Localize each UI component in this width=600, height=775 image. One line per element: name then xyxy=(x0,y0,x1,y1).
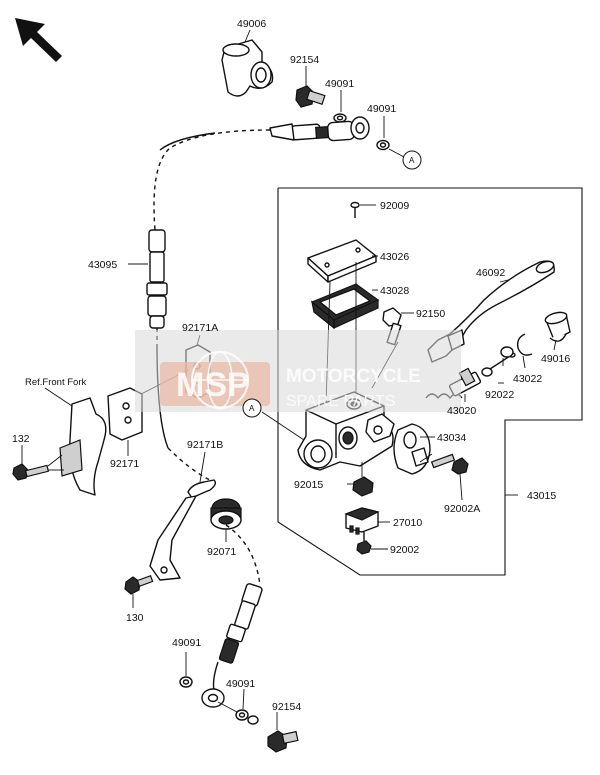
bolt-130 xyxy=(124,575,154,595)
label-49091-top1: 49091 xyxy=(325,78,354,90)
watermark-line1: MOTORCYCLE xyxy=(286,366,421,387)
callout-a-mid-text: A xyxy=(249,404,255,413)
label-ref-front-fork: Ref.Front Fork xyxy=(25,377,86,388)
label-49091-bot1: 49091 xyxy=(172,637,201,649)
bolt-92002A xyxy=(430,453,469,475)
label-49016: 49016 xyxy=(541,353,570,365)
banjo-cap-49006 xyxy=(221,39,274,97)
front-fork-guard xyxy=(59,397,107,496)
label-27010: 27010 xyxy=(393,517,422,529)
brake-switch-27010 xyxy=(344,507,380,535)
assembly-43015-outline xyxy=(277,187,583,576)
lower-hose-fitting xyxy=(218,583,263,664)
diaphragm-43028 xyxy=(310,283,380,330)
bolt-132 xyxy=(12,463,50,481)
label-92071: 92071 xyxy=(207,546,236,558)
label-92171B: 92171B xyxy=(187,439,223,451)
label-46092: 46092 xyxy=(476,267,505,279)
label-43095: 43095 xyxy=(88,259,117,271)
label-92171: 92171 xyxy=(110,458,139,470)
callout-a-top-text: A xyxy=(409,156,415,165)
label-92015: 92015 xyxy=(294,479,323,491)
reservoir-cap-43026 xyxy=(307,239,377,283)
banjo-bolt-92154-bottom xyxy=(267,730,299,753)
washer-92022 xyxy=(500,346,514,358)
watermark-line2: SPARE PARTS xyxy=(286,393,395,410)
label-43034: 43034 xyxy=(437,432,466,444)
label-49091-bot2: 49091 xyxy=(226,678,255,690)
grommet-92071 xyxy=(210,498,242,530)
label-43020: 43020 xyxy=(447,405,476,417)
watermark: MSP MOTORCYCLE SPARE PARTS xyxy=(135,330,461,412)
label-92154-bot: 92154 xyxy=(272,701,301,713)
label-92171A: 92171A xyxy=(182,322,218,334)
brake-hose-43095 xyxy=(146,229,168,329)
label-132: 132 xyxy=(12,433,30,445)
label-43026: 43026 xyxy=(380,251,409,263)
lower-banjo-fitting xyxy=(201,688,225,708)
label-49091-top2: 49091 xyxy=(367,103,396,115)
label-43028: 43028 xyxy=(380,285,409,297)
label-43015: 43015 xyxy=(527,490,556,502)
hose-guide-bracket xyxy=(149,495,197,581)
label-92150: 92150 xyxy=(416,308,445,320)
screw-92002 xyxy=(356,532,372,555)
callout-a-top: A xyxy=(402,150,422,170)
hose-bracket-92171 xyxy=(107,387,143,441)
arrow-up-left-icon xyxy=(15,18,62,62)
label-49006: 49006 xyxy=(237,18,266,30)
screw-92009 xyxy=(350,201,360,218)
hose-clip-92171B xyxy=(187,479,217,499)
nut-92015 xyxy=(352,476,374,497)
upper-banjo-fitting xyxy=(269,116,370,142)
label-92009: 92009 xyxy=(380,200,409,212)
label-92022: 92022 xyxy=(485,389,514,401)
dust-boot-49016 xyxy=(544,311,571,342)
watermark-logo: MSP xyxy=(176,366,250,404)
label-92154-top: 92154 xyxy=(290,54,319,66)
label-130: 130 xyxy=(126,612,144,624)
label-43022: 43022 xyxy=(513,373,542,385)
banjo-bolt-92154-top xyxy=(295,85,326,108)
label-92002: 92002 xyxy=(390,544,419,556)
callout-a-mid: A xyxy=(242,398,262,418)
circlip-43022 xyxy=(516,333,533,356)
label-92002A: 92002A xyxy=(444,503,480,515)
handlebar-clamp-43034 xyxy=(393,423,431,475)
